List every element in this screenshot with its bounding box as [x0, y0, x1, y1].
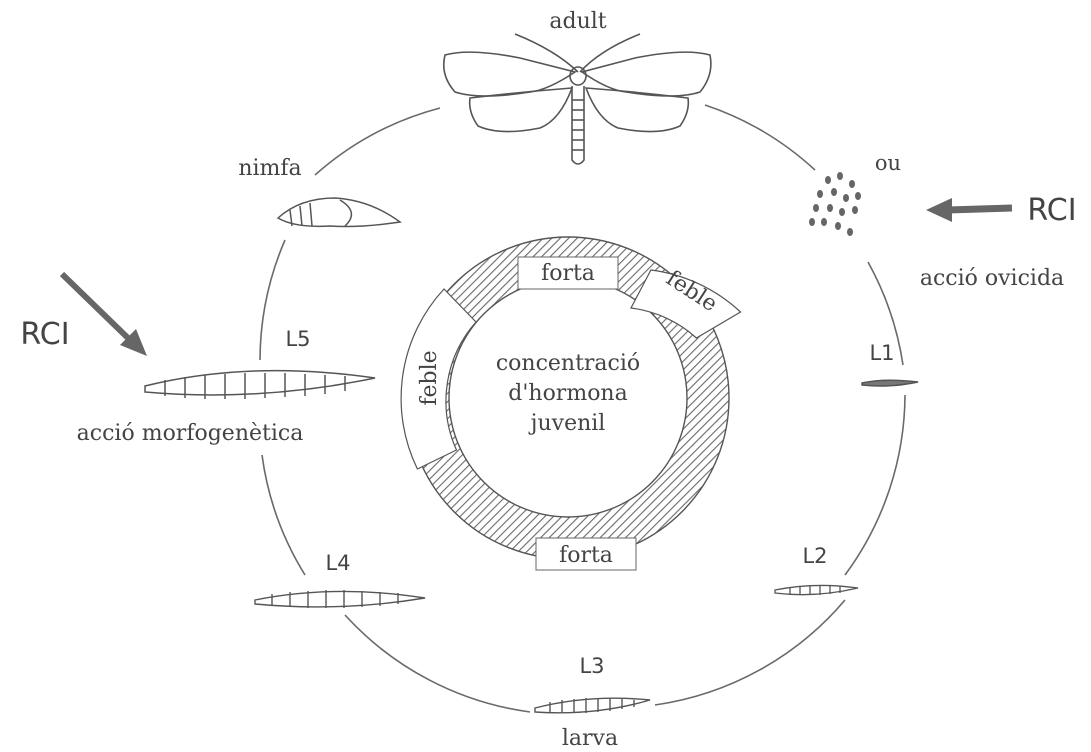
- nymph-label: nimfa: [238, 156, 301, 181]
- ring-label-left: feble: [417, 350, 442, 405]
- larva-l5-illustration: [145, 371, 375, 399]
- eggs-illustration: [809, 172, 861, 236]
- rci-left-label: RCI: [20, 317, 69, 352]
- life-cycle-circle: [260, 105, 905, 712]
- center-line-2: d'hormona: [508, 381, 627, 406]
- rci-right-label: RCI: [1027, 193, 1076, 228]
- larva-l1-illustration: [862, 380, 918, 386]
- center-line-1: concentració: [496, 351, 640, 376]
- rci-arrow-right: [926, 198, 1012, 222]
- center-line-3: juvenil: [528, 411, 606, 436]
- l1-label: L1: [869, 341, 894, 365]
- morphogenetic-action-label: acció morfogenètica: [77, 421, 304, 446]
- larva-l4-illustration: [255, 590, 425, 608]
- ring-label-bottom: forta: [559, 543, 613, 568]
- ring-label-top: forta: [541, 261, 595, 286]
- l3-label: L3: [579, 654, 604, 678]
- larva-l2-illustration: [775, 585, 858, 595]
- pupa-illustration: [278, 198, 400, 227]
- rci-arrow-left: [62, 274, 147, 356]
- egg-label: ou: [875, 151, 901, 175]
- larva-l3-illustration: [535, 698, 650, 713]
- l5-label: L5: [285, 327, 310, 351]
- ovicidal-action-label: acció ovicida: [920, 266, 1064, 291]
- l2-label: L2: [802, 544, 827, 568]
- larva-label: larva: [562, 726, 618, 751]
- adult-moth-illustration: [444, 34, 711, 164]
- adult-label: adult: [549, 9, 606, 34]
- l4-label: L4: [325, 551, 350, 575]
